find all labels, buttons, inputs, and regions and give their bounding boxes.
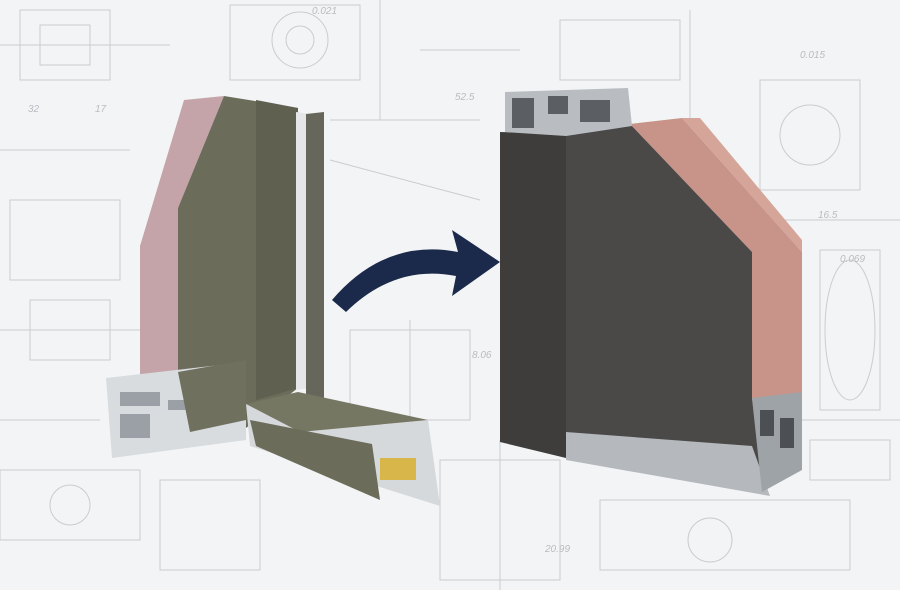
svg-text:32: 32 — [28, 104, 40, 115]
svg-text:8.06: 8.06 — [472, 350, 492, 361]
svg-text:0.021: 0.021 — [312, 6, 337, 17]
svg-text:16.5: 16.5 — [818, 210, 838, 221]
svg-text:0.069: 0.069 — [840, 254, 865, 265]
svg-text:20.99: 20.99 — [544, 544, 570, 555]
svg-text:17: 17 — [95, 104, 107, 115]
svg-text:0.015: 0.015 — [800, 50, 825, 61]
svg-text:52.5: 52.5 — [455, 92, 475, 103]
insulation-insert — [380, 458, 416, 480]
